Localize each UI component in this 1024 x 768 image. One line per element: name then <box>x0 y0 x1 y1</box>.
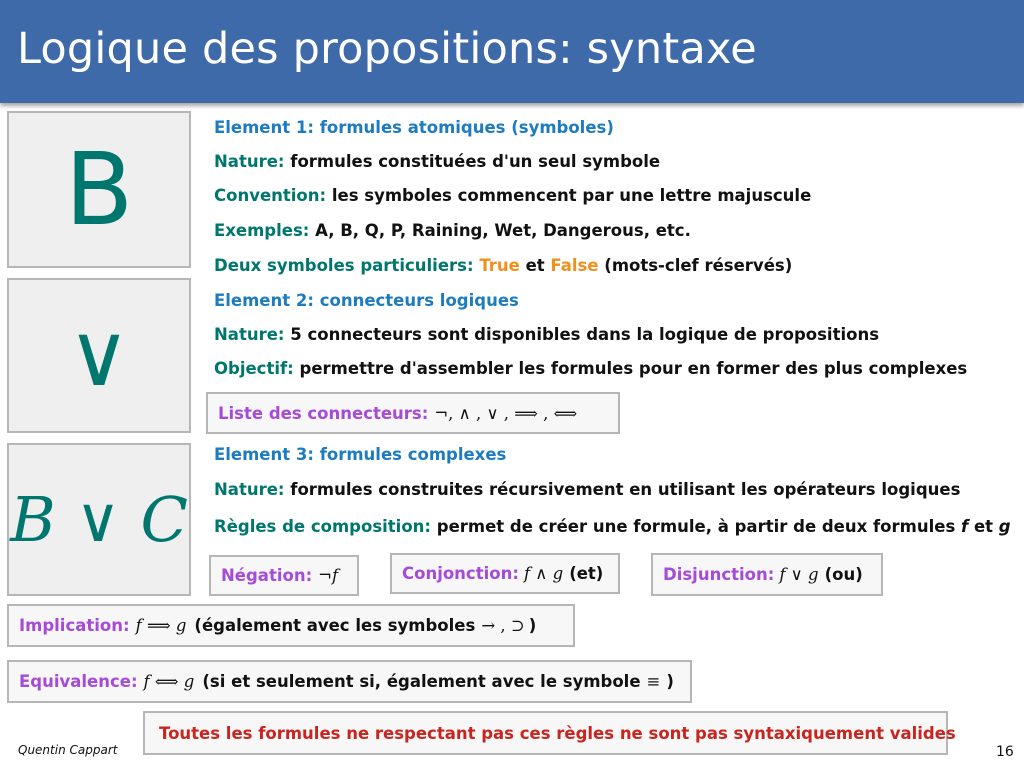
negation-box: Négation: ¬f <box>209 555 359 596</box>
element1-nature-text: formules constituées d'un seul symbole <box>290 152 661 171</box>
element2-objective-text: permettre d'assembler les formules pour … <box>299 359 968 378</box>
element1-convention: Convention: les symboles commencent par … <box>214 186 811 205</box>
element3-rules-and: et <box>973 517 994 536</box>
element1-special-label: Deux symboles particuliers: <box>214 256 474 275</box>
warning-text: Toutes les formules ne respectant pas ce… <box>159 723 956 743</box>
conjunction-suffix: (et) <box>569 564 604 583</box>
element1-nature: Nature: formules constituées d'un seul s… <box>214 152 660 171</box>
equivalence-suffix: (si et seulement si, également avec le s… <box>202 672 641 691</box>
connector-symbol-box: ∨ <box>7 278 191 433</box>
element3-heading: Element 3: formules complexes <box>214 445 507 464</box>
element1-special: Deux symboles particuliers: True et Fals… <box>214 256 792 275</box>
connector-symbol: ∨ <box>67 305 131 406</box>
implication-label: Implication: <box>19 616 130 635</box>
disjunction-label: Disjunction: <box>663 565 775 584</box>
element3-rules-label: Règles de composition: <box>214 517 432 536</box>
implication-formula: f ⟹ g <box>135 616 187 635</box>
implication-box: Implication: f ⟹ g (également avec les s… <box>7 604 575 647</box>
disjunction-suffix: (ou) <box>824 565 863 584</box>
element2-nature-text: 5 connecteurs sont disponibles dans la l… <box>290 325 880 344</box>
element1-nature-label: Nature: <box>214 152 285 171</box>
element3-rules-text: permet de créer une formule, à partir de… <box>436 517 956 536</box>
element3-nature: Nature: formules construites récursiveme… <box>214 480 960 499</box>
equivalence-close: ) <box>666 672 674 691</box>
element1-examples: Exemples: A, B, Q, P, Raining, Wet, Dang… <box>214 221 691 240</box>
disjunction-box: Disjunction: f ∨ g (ou) <box>651 553 883 596</box>
element2-objective-label: Objectif: <box>214 359 294 378</box>
formula-f: f <box>961 517 969 536</box>
element1-special-suffix: (mots-clef réservés) <box>604 256 793 275</box>
page-title: Logique des propositions: syntaxe <box>17 24 757 74</box>
keyword-false: False <box>550 256 599 275</box>
element2-heading: Element 2: connecteurs logiques <box>214 291 519 310</box>
element2-objective: Objectif: permettre d'assembler les form… <box>214 359 967 378</box>
connector-list-label: Liste des connecteurs: <box>218 403 429 423</box>
element2-nature: Nature: 5 connecteurs sont disponibles d… <box>214 325 879 344</box>
negation-label: Négation: <box>221 566 313 585</box>
element3-nature-label: Nature: <box>214 480 285 499</box>
atomic-symbol: B <box>64 131 134 248</box>
implication-alt-symbols: → , ⊃ <box>481 616 525 635</box>
element2-nature-label: Nature: <box>214 325 285 344</box>
element1-heading: Element 1: formules atomiques (symboles) <box>214 118 614 137</box>
page-number: 16 <box>996 744 1014 760</box>
formula-g: g <box>998 517 1011 536</box>
equivalence-label: Equivalence: <box>19 672 138 691</box>
element1-examples-label: Exemples: <box>214 221 310 240</box>
complex-formula: B ∨ C <box>10 483 188 556</box>
connector-list-symbols: ¬, ∧ , ∨ , ⟹ , ⟺ <box>434 403 578 423</box>
element3-rules: Règles de composition: permet de créer u… <box>214 517 1011 536</box>
element1-convention-label: Convention: <box>214 186 327 205</box>
element1-special-and: et <box>525 256 545 275</box>
implication-close: ) <box>528 616 537 635</box>
disjunction-formula: f ∨ g <box>779 565 819 584</box>
equivalence-formula: f ⟺ g <box>143 672 195 691</box>
connector-list-box: Liste des connecteurs: ¬, ∧ , ∨ , ⟹ , ⟺ <box>206 392 620 434</box>
implication-suffix: (également avec les symboles <box>194 616 476 635</box>
element1-examples-text: A, B, Q, P, Raining, Wet, Dangerous, etc… <box>315 221 691 240</box>
negation-formula: ¬f <box>318 566 339 585</box>
complex-formula-box: B ∨ C <box>7 443 191 596</box>
element1-convention-text: les symboles commencent par une lettre m… <box>331 186 812 205</box>
conjunction-formula: f ∧ g <box>523 564 564 583</box>
keyword-true: True <box>479 256 520 275</box>
atomic-symbol-box: B <box>7 111 191 268</box>
title-bar: Logique des propositions: syntaxe <box>0 0 1024 103</box>
conjunction-box: Conjonction: f ∧ g (et) <box>390 553 620 594</box>
equivalence-alt-symbol: ≡ <box>646 672 661 691</box>
equivalence-box: Equivalence: f ⟺ g (si et seulement si, … <box>7 660 692 703</box>
conjunction-label: Conjonction: <box>402 564 519 583</box>
author: Quentin Cappart <box>18 743 118 757</box>
element3-nature-text: formules construites récursivement en ut… <box>290 480 961 499</box>
warning-box: Toutes les formules ne respectant pas ce… <box>143 711 956 755</box>
